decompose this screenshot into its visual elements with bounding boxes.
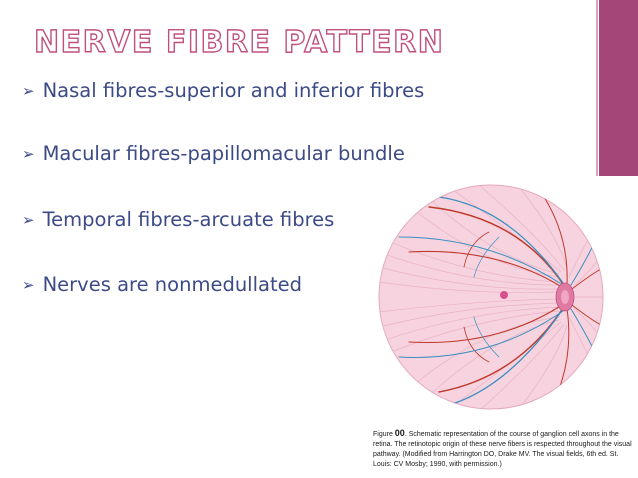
accent-bar bbox=[599, 0, 638, 176]
arrow-bullet-icon: ➢ bbox=[22, 211, 35, 229]
vessels bbox=[398, 196, 603, 406]
arrow-bullet-icon: ➢ bbox=[22, 145, 35, 163]
bullet-item: ➢ Macular fibres-papillomacular bundle bbox=[22, 141, 405, 168]
caption-label: Figure bbox=[373, 431, 393, 438]
bullet-item: ➢ Temporal fibres-arcuate fibres bbox=[22, 207, 334, 234]
bullet-text: Nasal fibres-superior and inferior fibre… bbox=[42, 79, 425, 102]
bullet-text: Nerves are nonmedullated bbox=[42, 273, 302, 296]
bullet-item: ➢ Nerves are nonmedullated bbox=[22, 272, 302, 299]
bullet-text: Temporal fibres-arcuate fibres bbox=[42, 208, 335, 231]
bullet-item: ➢ Nasal fibres-superior and inferior fibr… bbox=[22, 78, 424, 105]
caption-text: . Schematic representation of the course… bbox=[373, 431, 632, 468]
retina-figure bbox=[369, 177, 613, 423]
caption-number: 00 bbox=[394, 428, 405, 438]
slide-title: NERVE FIBRE PATTERN bbox=[33, 25, 445, 60]
accent-bar-edge bbox=[596, 0, 598, 176]
bullet-text: Macular fibres-papillomacular bundle bbox=[42, 142, 405, 165]
macula bbox=[500, 291, 508, 299]
optic-cup bbox=[561, 290, 569, 304]
retina-diagram bbox=[378, 184, 604, 410]
arrow-bullet-icon: ➢ bbox=[22, 276, 35, 294]
arrow-bullet-icon: ➢ bbox=[22, 82, 35, 100]
nerve-fibre-lines bbox=[379, 185, 603, 409]
figure-caption: Figure 00. Schematic representation of t… bbox=[373, 428, 635, 470]
